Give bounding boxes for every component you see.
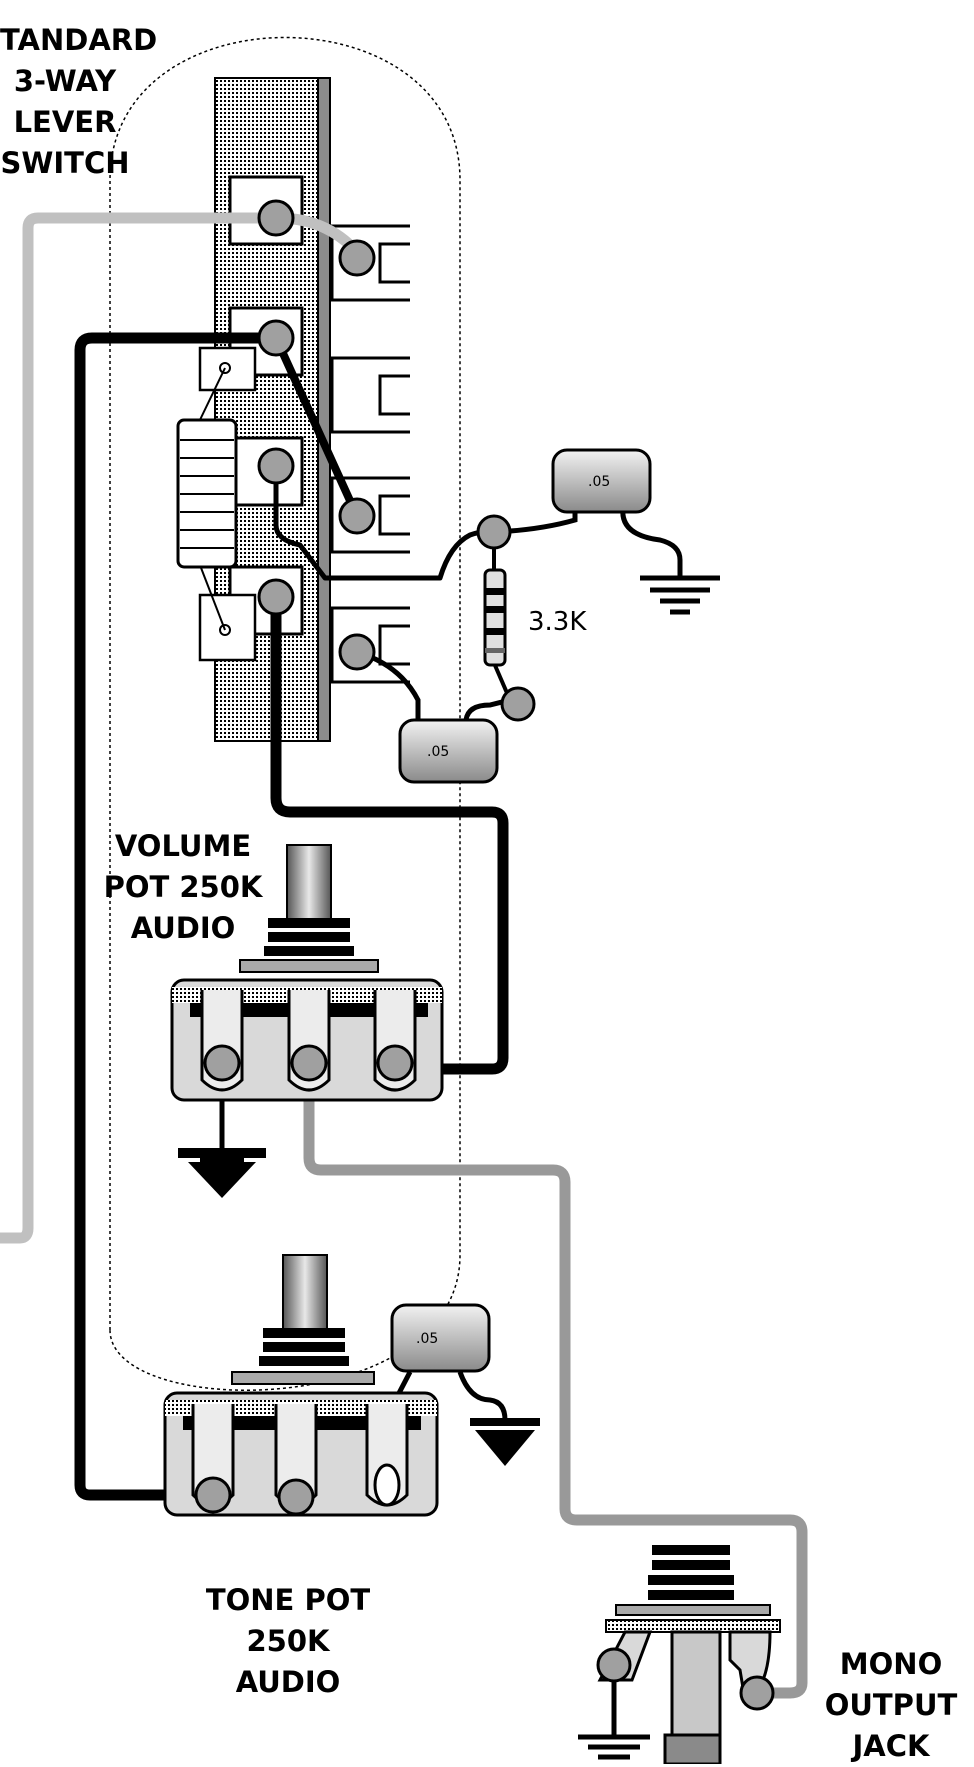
switch-body-edge (317, 77, 331, 742)
wire-mid-gray-volume-jack (303, 1068, 808, 1699)
ground-symbol-tone (470, 1418, 540, 1466)
tone-pot-shaft (282, 1254, 328, 1334)
wire-cap-to-ground (620, 507, 683, 578)
wire-black-switch-volume (270, 597, 509, 1075)
wire-cap-to-resistor (463, 697, 511, 721)
output-jack-label-line: OUTPUT (824, 1688, 958, 1722)
output-jack (596, 1545, 781, 1764)
ground-symbol-jack (578, 1734, 650, 1760)
svg-text:.05: .05 (416, 1331, 438, 1347)
wire-black-tone-switch (74, 332, 276, 1501)
ground-symbol-upper (640, 575, 720, 615)
tone-pot-label-line: AUDIO (235, 1665, 341, 1699)
switch-coil-windings (180, 439, 234, 549)
tone-pot-label-line: TONE POT (205, 1583, 371, 1617)
capacitor-upper: .05 (551, 448, 652, 514)
volume-pot-label-line: VOLUME (114, 829, 252, 863)
lever-switch (176, 77, 410, 742)
tone-pot-label: TONE POT 250K AUDIO (188, 1580, 388, 1703)
capacitor-tone: .05 (390, 1303, 491, 1373)
output-jack-label-line: JACK (852, 1729, 930, 1763)
volume-pot-label-line: AUDIO (130, 911, 236, 945)
output-jack-label: MONO OUTPUT JACK (816, 1644, 966, 1767)
volume-pot-label-line: POT 250K (103, 870, 263, 904)
capacitor-lower: .05 (398, 718, 499, 784)
switch-label: TANDARD 3-WAY LEVER SWITCH (0, 20, 158, 184)
switch-lugs-right (330, 224, 410, 684)
tone-pot (163, 1254, 439, 1517)
wire-black-switch-jumper (272, 336, 361, 518)
svg-text:3.3K: 3.3K (528, 607, 587, 637)
svg-text:.05: .05 (588, 474, 610, 490)
control-plate-outline (109, 36, 461, 1391)
switch-label-line: SWITCH (0, 146, 130, 180)
ground-symbol-volume (178, 1148, 266, 1198)
solder-joints (257, 199, 536, 722)
resistor-3k3: 3.3K (483, 568, 587, 667)
tone-pot-label-line: 250K (246, 1624, 330, 1658)
switch-label-line: TANDARD (0, 23, 158, 57)
wire-tone-cap-ground (457, 1371, 508, 1421)
volume-pot-shaft (286, 844, 332, 924)
output-jack-label-line: MONO (839, 1647, 943, 1681)
wire-light-gray (0, 212, 367, 1244)
svg-text:.05: .05 (427, 744, 449, 760)
volume-pot (170, 844, 444, 1102)
switch-label-line: LEVER (13, 105, 117, 139)
volume-pot-label: VOLUME POT 250K AUDIO (88, 826, 278, 949)
switch-label-line: 3-WAY (13, 64, 117, 98)
